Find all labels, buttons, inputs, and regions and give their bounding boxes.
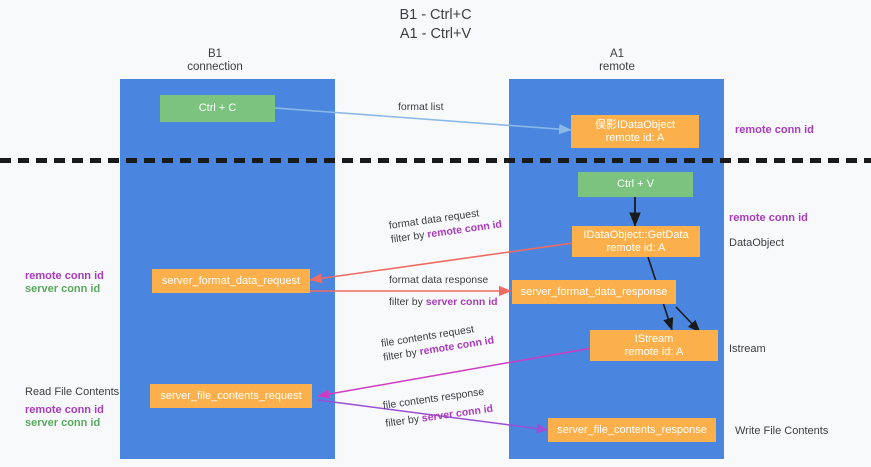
- page-title: B1 - Ctrl+C A1 - Ctrl+V: [399, 7, 472, 42]
- note-left-server-conn-id-mid: server conn id: [25, 283, 101, 295]
- lane-header-b1: B1 connection: [187, 48, 243, 73]
- node-ctrl-v[interactable]: Ctrl + V: [578, 172, 693, 197]
- edge-label-file-contents-request: file contents request filter by remote c…: [380, 319, 495, 364]
- phase-divider: [0, 158, 871, 163]
- highlight-server-conn-id: server conn id: [425, 296, 498, 308]
- edge-label-file-contents-response: file contents response filter by server …: [382, 384, 494, 431]
- node-idataobject-getdata[interactable]: IDataObject::GetData remote id: A: [572, 226, 700, 257]
- node-ctrl-c[interactable]: Ctrl + C: [160, 95, 275, 122]
- node-server-file-contents-request[interactable]: server_file_contents_request: [150, 384, 312, 408]
- edge-label-format-data-request: format data request filter by remote con…: [388, 203, 503, 246]
- note-write-file-contents: Write File Contents: [735, 425, 829, 437]
- edge-label-format-data-response-line2: filter by server conn id: [389, 296, 498, 308]
- note-remote-conn-id-mid: remote conn id: [729, 212, 808, 224]
- note-left-remote-conn-id-bottom: remote conn id: [25, 404, 104, 416]
- note-remote-conn-id-top: remote conn id: [735, 124, 814, 136]
- note-left-remote-conn-id-mid: remote conn id: [25, 270, 104, 282]
- lane-header-a1: A1 remote: [599, 48, 635, 73]
- note-dataobject: DataObject: [729, 237, 785, 249]
- node-server-format-data-response[interactable]: server_format_data_response: [512, 280, 676, 304]
- node-idataobject[interactable]: 俣影IDataObject remote id: A: [571, 115, 699, 148]
- edge-label-format-data-response-line1: format data response: [389, 274, 489, 286]
- note-left-server-conn-id-bottom: server conn id: [25, 417, 101, 429]
- edge-label-format-data-response: format data response filter by server co…: [389, 273, 498, 309]
- note-read-file-contents: Read File Contents: [25, 386, 120, 398]
- note-istream: Istream: [729, 343, 766, 355]
- node-server-format-data-request[interactable]: server_format_data_request: [152, 269, 310, 293]
- edge-label-format-list: format list: [398, 101, 444, 113]
- node-istream[interactable]: IStream remote id: A: [590, 330, 718, 361]
- node-server-file-contents-response[interactable]: server_file_contents_response: [548, 418, 716, 442]
